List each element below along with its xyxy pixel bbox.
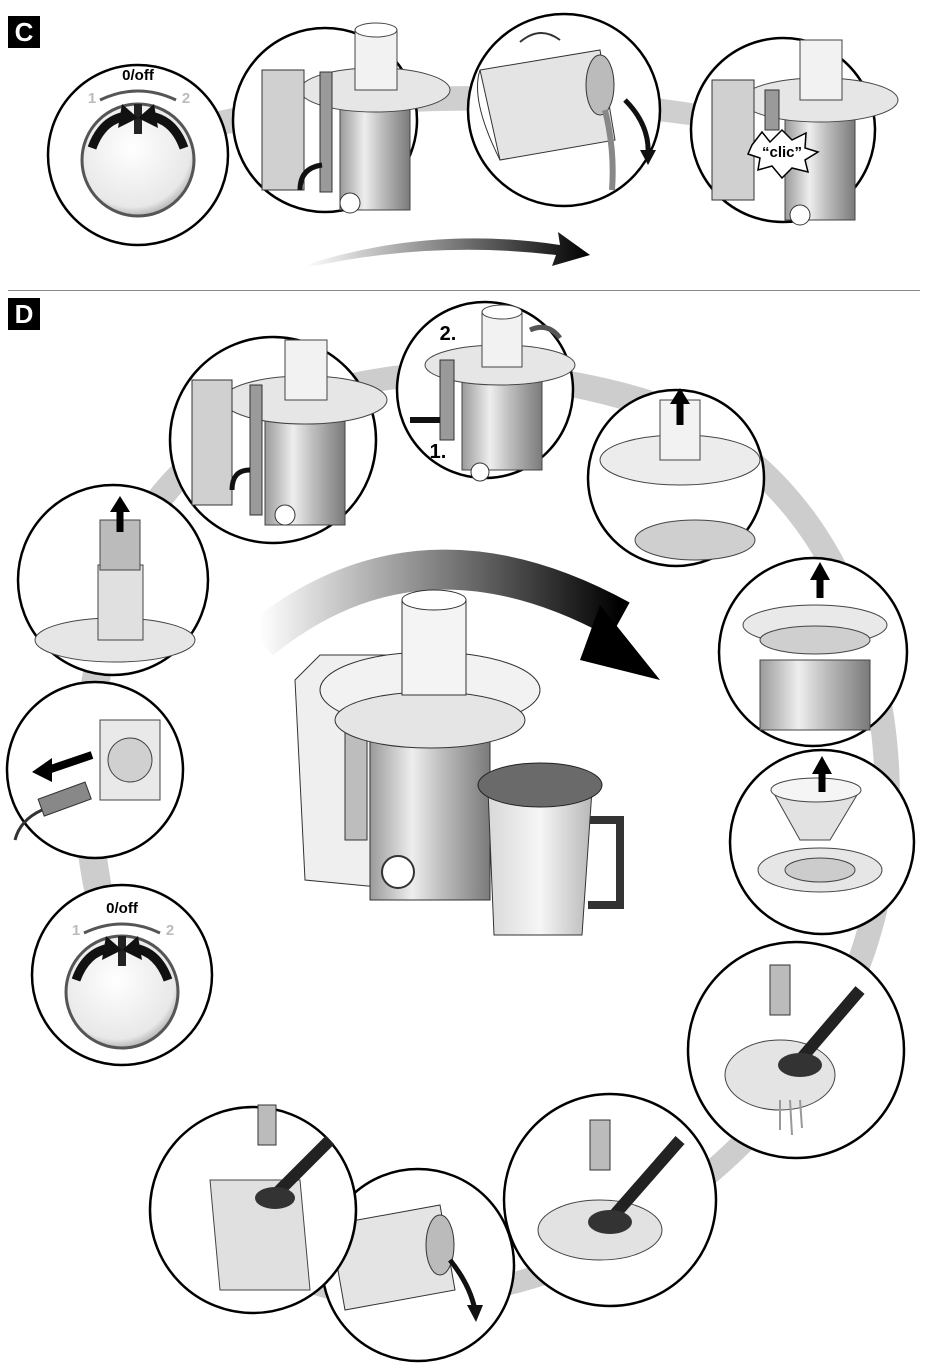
section-d-illustration: 2. 1. — [7, 302, 914, 1361]
panel-d-base-parts — [730, 750, 914, 934]
panel-d-lid-lift — [588, 388, 764, 566]
panel-c3-pulp-container — [468, 14, 660, 206]
dial-off-label: 0/off — [122, 67, 155, 84]
sequence-arrow-icon — [305, 232, 590, 268]
center-juicer-illustration — [260, 570, 660, 935]
panel-d-clean-filter — [688, 942, 904, 1158]
panel-c2-juicer — [233, 23, 450, 213]
dial-left-label-d: 1 — [72, 922, 80, 939]
panel-d-clean-base — [504, 1094, 716, 1306]
panel-d-pusher — [18, 485, 208, 675]
panel-d-lever — [170, 337, 387, 543]
panel-d-clean-cover — [150, 1105, 356, 1313]
panel-c4-clic: “clic” — [691, 38, 898, 225]
panel-d-dial: 0/off 1 2 — [32, 885, 212, 1065]
panel-d-unplug — [7, 682, 183, 858]
step-one-label: 1. — [430, 441, 447, 463]
panel-d-lid-rotation: 2. 1. — [397, 302, 575, 481]
section-c-illustration: 0/off 1 2 — [48, 14, 898, 268]
dial-right-label-d: 2 — [166, 922, 174, 939]
dial-off-label-d: 0/off — [106, 900, 139, 917]
panel-d-filter-lift — [719, 558, 907, 746]
panel-c1-dial: 0/off 1 2 — [48, 65, 228, 245]
dial-right-label: 2 — [182, 90, 190, 107]
step-two-label: 2. — [440, 323, 457, 345]
dial-left-label: 1 — [88, 90, 96, 107]
clic-label: “clic” — [762, 144, 802, 161]
